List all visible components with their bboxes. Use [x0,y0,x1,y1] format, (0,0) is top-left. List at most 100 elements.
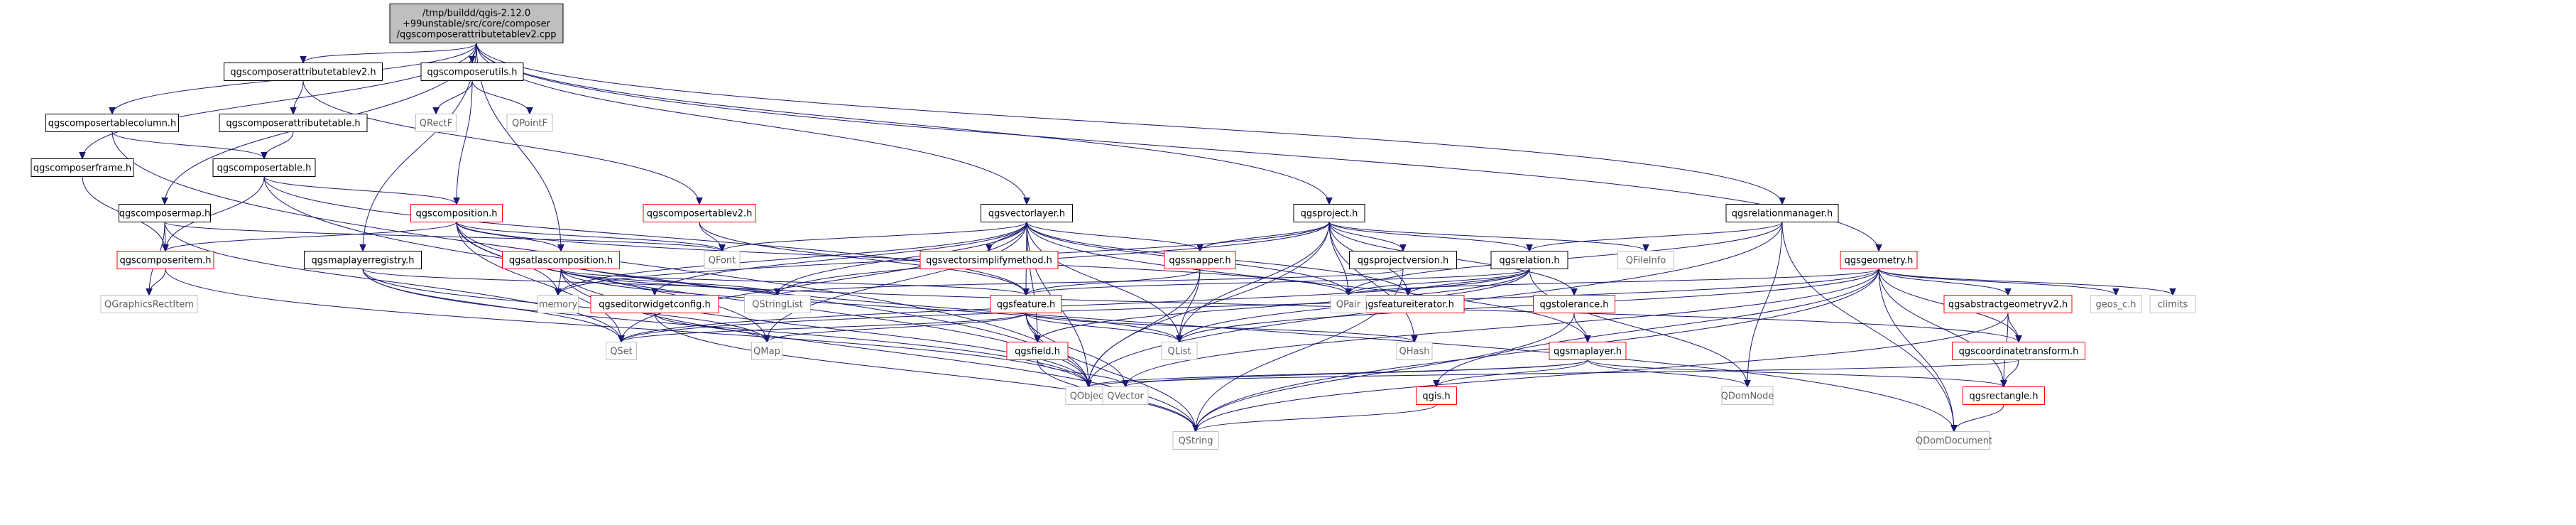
node-label: QString [1178,436,1213,447]
node-snapper[interactable]: qgssnapper.h [1164,251,1236,269]
edge-vectorlayer-to-field [1026,222,1041,343]
node-label: /qgscomposerattributetablev2.cpp [396,30,556,40]
node-box [1490,251,1568,269]
node-tablev2[interactable]: qgscomposertablev2.h [643,204,756,222]
node-box [1952,342,2085,360]
node-QHash: QHash [1396,342,1433,360]
node-box [643,204,756,222]
node-composition[interactable]: qgscomposition.h [410,204,503,222]
node-tablecolumn[interactable]: qgscomposertablecolumn.h [45,114,179,132]
node-editorwidget[interactable]: qgseditorwidgetconfig.h [590,295,719,313]
edge-geometry-to-abstractgeom [1878,269,2012,296]
node-QList: QList [1161,342,1198,360]
node-box [751,342,782,360]
edge-line [1195,313,2009,432]
edge-qgis-to-QString [1192,404,1437,433]
edge-geometry-to-QDomDocument [1878,269,1958,433]
node-qgis[interactable]: qgis.h [1416,386,1457,405]
node-coordtrans[interactable]: qgscoordinatetransform.h [1952,342,2085,360]
node-composermap[interactable]: qgscomposermap.h [119,204,211,222]
edge-relation-to-field [1034,269,1530,343]
node-label: qgsfield.h [1015,347,1060,357]
node-box [1721,386,1774,405]
node-root[interactable]: /tmp/buildd/qgis-2.12.0+99unstable/src/c… [389,4,564,43]
node-maplayer[interactable]: qgsmaplayer.h [1549,342,1627,360]
edge-line [560,269,1089,387]
edge-arrowhead [1404,288,1412,296]
edge-vectorlayer-to-editorwidget [651,222,1027,296]
node-feature[interactable]: qgsfeature.h [990,295,1062,313]
node-label: qgsgeometry.h [1845,256,1914,266]
node-QPair: QPair [1330,295,1367,313]
node-attrv2[interactable]: qgscomposerattributetablev2.h [224,63,383,81]
edge-arrowhead [1326,197,1333,205]
node-relation[interactable]: qgsrelation.h [1490,251,1568,269]
edge-line [1348,269,1530,296]
node-label: QGraphicsRectItem [104,300,194,310]
edge-geometry-to-QList [1176,269,1879,343]
edge-line [557,222,1027,296]
node-label: qgscomposertable.h [217,163,312,174]
edge-line [1878,269,2004,387]
edge-arrowhead [261,152,268,160]
node-label: QHash [1399,347,1430,357]
edge-line [1587,359,1748,387]
node-label: qgsvectorsimplifymethod.h [926,256,1052,266]
edge-line [1037,269,1530,342]
node-utils[interactable]: qgscomposerutils.h [420,63,524,81]
node-box [1725,204,1839,222]
edge-line [1088,269,1201,387]
node-field[interactable]: qgsfield.h [1006,342,1069,360]
node-composertable[interactable]: qgscomposertable.h [212,158,316,177]
edge-line [263,131,294,159]
node-tolerance[interactable]: qgstolerance.h [1533,295,1615,313]
edge-line [164,222,723,251]
node-abstractgeom[interactable]: qgsabstractgeometryv2.h [1943,295,2073,313]
node-attrtable[interactable]: qgscomposerattributetable.h [219,114,368,132]
edge-line [1179,222,1330,342]
node-label: qgsrelationmanager.h [1732,209,1833,220]
node-box [506,114,553,132]
node-layer: /tmp/buildd/qgis-2.12.0+99unstable/src/c… [31,4,2196,450]
edge-abstractgeom-to-QString [1192,313,2009,433]
edge-line [263,176,1027,296]
edge-root-to-attrv2 [300,43,477,64]
node-project[interactable]: qgsproject.h [1293,204,1365,222]
node-label: /tmp/buildd/qgis-2.12.0 [422,9,530,19]
edge-arrowhead [1196,244,1204,252]
edge-line [766,313,1027,342]
edge-coordtrans-to-QObject [1085,359,2019,388]
node-box [389,4,564,43]
edge-arrowhead [1526,244,1533,252]
edge-project-to-QFileInfo [1328,222,1649,252]
node-label: QObject [1070,391,1108,402]
node-label: QVector [1107,391,1144,402]
edge-arrowhead [774,288,781,296]
node-simplify[interactable]: qgsvectorsimplifymethod.h [919,251,1059,269]
edge-attrtable-to-composertable [261,131,294,160]
node-box [704,251,741,269]
node-projversion[interactable]: qgsprojectversion.h [1349,251,1457,269]
node-box [1617,251,1674,269]
node-rectangle[interactable]: qgsrectangle.h [1963,386,2045,405]
node-maplayerreg[interactable]: qgsmaplayerregistry.h [304,251,422,269]
edge-line [1328,222,1647,251]
node-atlas[interactable]: qgsatlascomposition.h [502,251,620,269]
node-geometry[interactable]: qgsgeometry.h [1840,251,1918,269]
edge-line [654,222,1027,296]
node-vectorlayer[interactable]: qgsvectorlayer.h [981,204,1073,222]
node-relmanager[interactable]: qgsrelationmanager.h [1725,204,1839,222]
edge-arrowhead [432,107,440,115]
node-label: qgsabstractgeometryv2.h [1948,300,2068,310]
node-composeritem[interactable]: qgscomposeritem.h [116,251,214,269]
node-featiter[interactable]: qgsfeatureiterator.h [1351,295,1465,313]
node-label: QDomNode [1721,391,1774,402]
edge-arrowhead [1192,425,1199,433]
edge-line [1025,313,1126,387]
edge-line [165,269,1089,387]
edge-line [302,80,700,205]
node-frame[interactable]: qgscomposerframe.h [31,158,134,177]
edge-projversion-to-QString [1192,269,1404,433]
edge-arrowhead [526,107,533,115]
